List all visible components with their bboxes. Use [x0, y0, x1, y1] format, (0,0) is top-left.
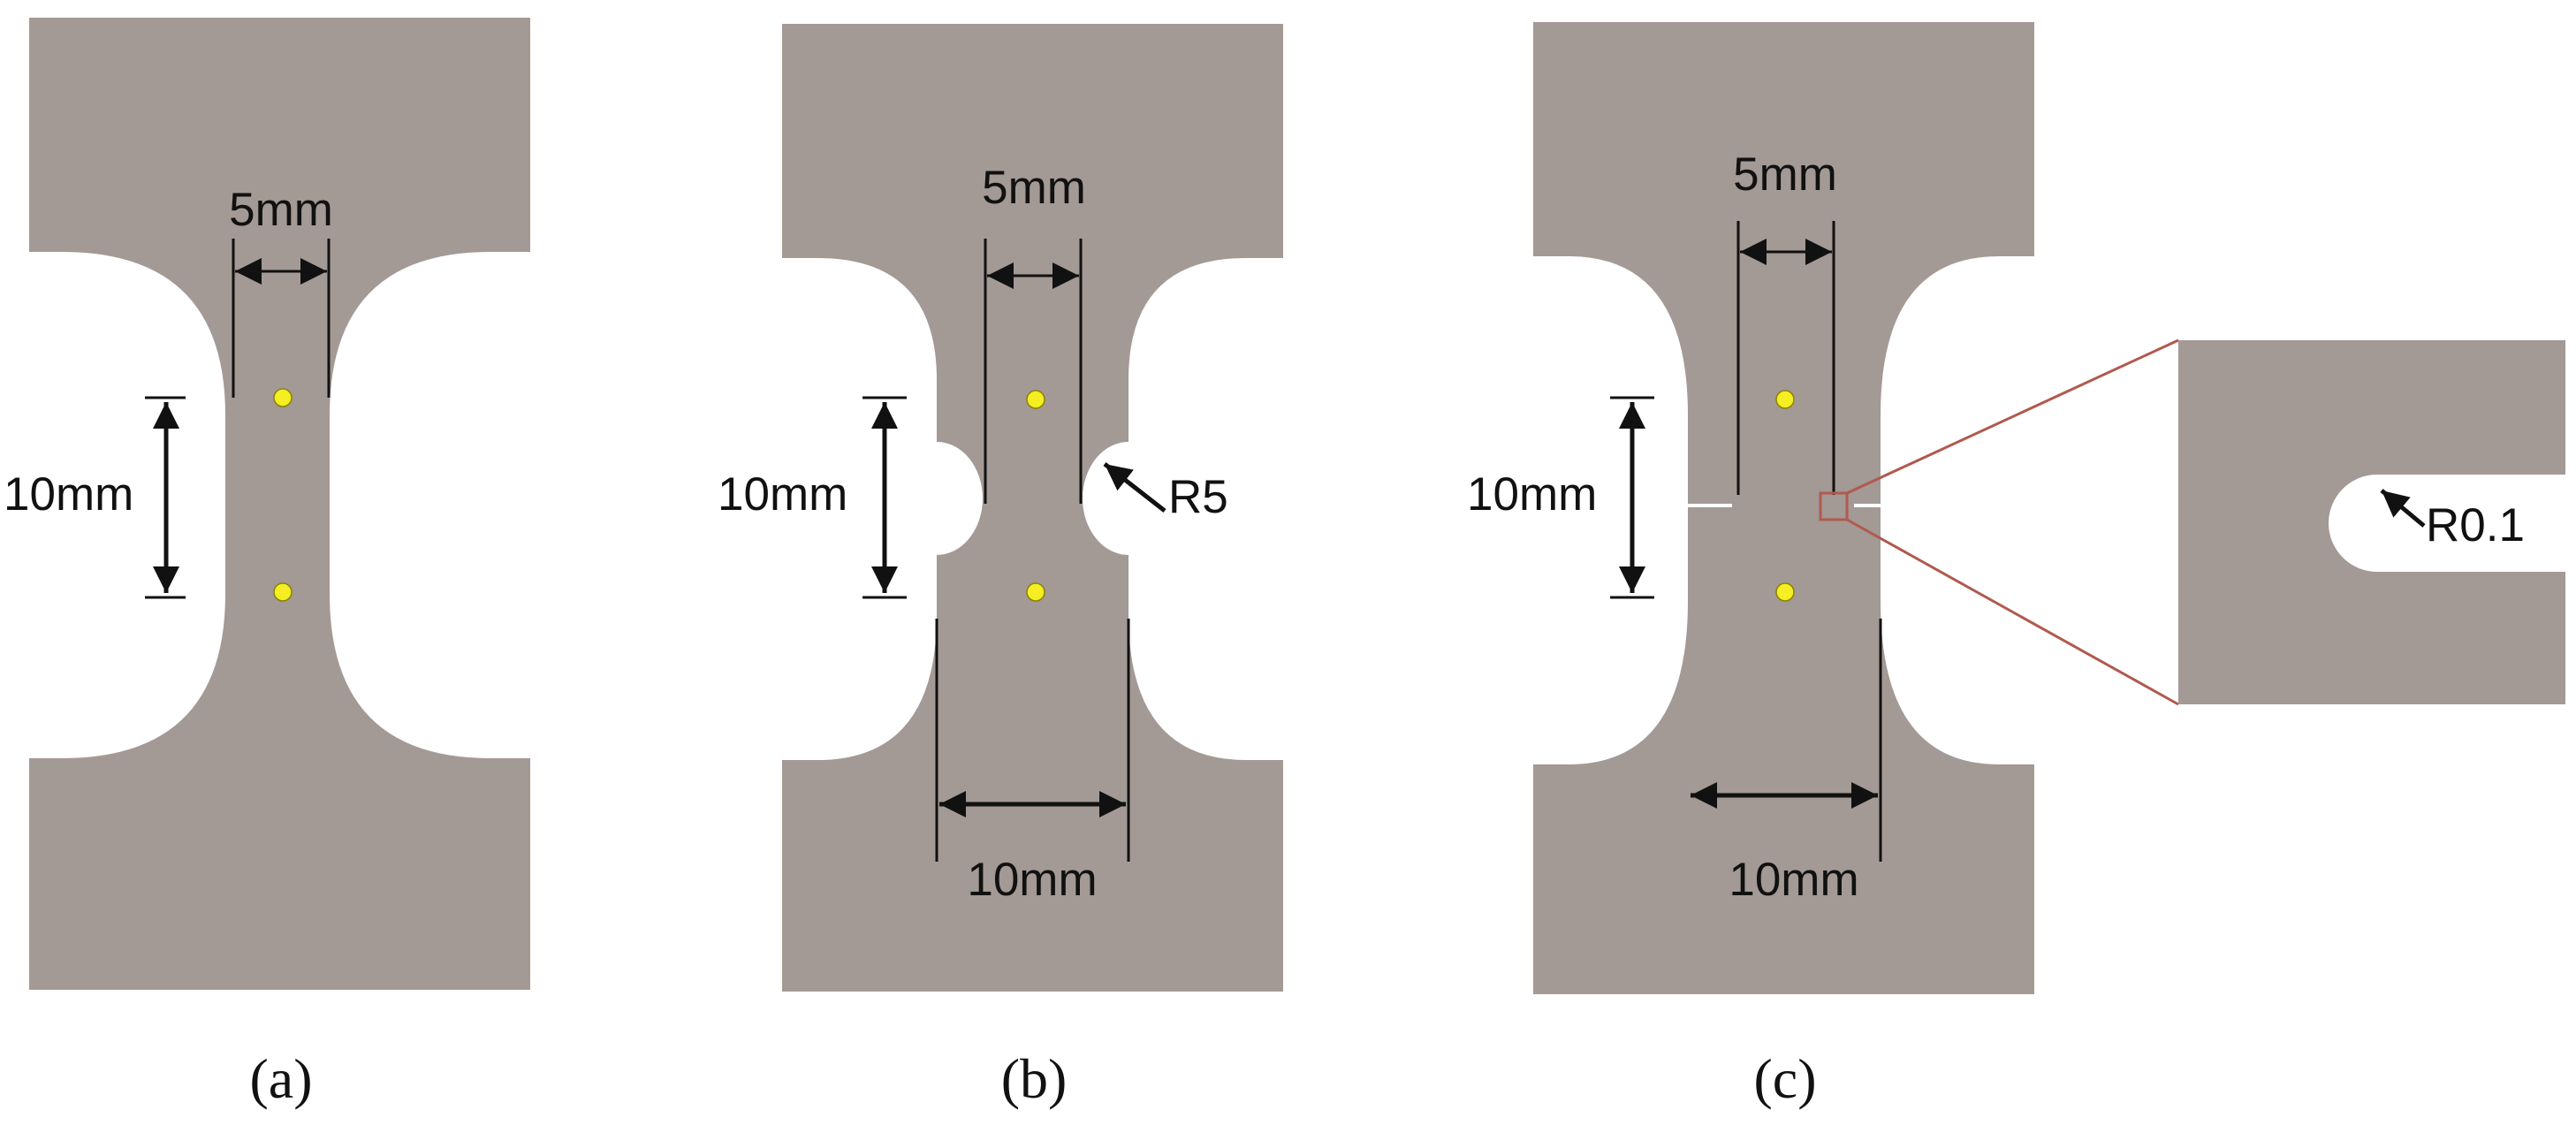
label-b-bottom-width: 10mm	[967, 854, 1097, 906]
panel-c: 5mm 10mm 10mm R0.1 (c)	[1467, 22, 2565, 1110]
r5-leader-arrow	[1103, 462, 1166, 513]
caption-c: (c)	[1753, 1047, 1816, 1110]
label-c-width: 5mm	[1733, 148, 1837, 201]
notch-left	[1688, 504, 1732, 507]
zoom-line-bottom	[1846, 518, 2179, 706]
zoom-detail-body	[2178, 340, 2565, 704]
label-a-gauge: 10mm	[4, 468, 133, 521]
marker-dot-c-bottom	[1775, 582, 1795, 602]
panel-b: 5mm 10mm R5 10mm (b)	[718, 24, 1283, 1110]
label-r5: R5	[1168, 471, 1228, 523]
label-b-gauge: 10mm	[718, 468, 847, 521]
marker-dot-b-bottom	[1026, 582, 1045, 602]
specimen-a-body	[29, 18, 530, 990]
zoom-source-box	[1819, 491, 1849, 521]
marker-dot-b-top	[1026, 390, 1045, 409]
marker-dot-a-bottom	[273, 582, 293, 602]
caption-b: (b)	[1001, 1047, 1068, 1110]
caption-a: (a)	[249, 1047, 312, 1110]
specimen-b-body	[782, 24, 1283, 992]
marker-dot-a-top	[273, 388, 293, 407]
notch-right	[1854, 504, 1881, 507]
label-r01: R0.1	[2426, 499, 2525, 551]
zoom-line-top	[1846, 338, 2179, 495]
label-b-width: 5mm	[982, 162, 1086, 214]
label-c-gauge: 10mm	[1467, 468, 1597, 521]
specimen-c-body	[1533, 22, 2034, 994]
label-c-bottom-width: 10mm	[1729, 854, 1858, 906]
panel-a: 5mm 10mm (a)	[4, 18, 530, 1110]
label-a-width: 5mm	[229, 184, 333, 236]
r01-leader-arrow	[2380, 489, 2426, 528]
marker-dot-c-top	[1775, 390, 1795, 409]
